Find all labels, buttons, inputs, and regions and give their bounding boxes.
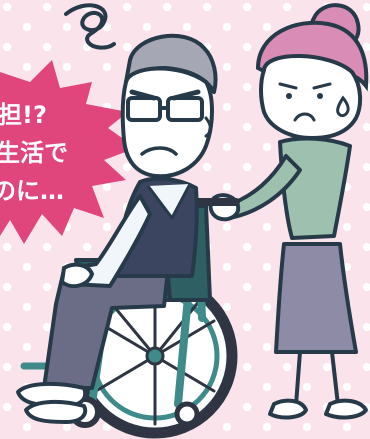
caregiver-eye-right — [317, 93, 323, 99]
elderly-man-figure — [16, 33, 218, 424]
caregiver-mouth — [293, 112, 316, 122]
man-glasses — [126, 96, 204, 122]
man-mouth — [140, 146, 178, 156]
worry-scribble-icon — [64, 3, 116, 50]
sweat-drop-icon — [336, 95, 350, 118]
caregiver-eye-left — [286, 93, 292, 99]
speech-burst — [0, 60, 136, 244]
man-face — [120, 66, 214, 179]
man-shirt-collar — [146, 183, 192, 220]
caregiver-figure — [208, 3, 369, 420]
wheelchair-caster-rear — [174, 401, 200, 427]
caregiver-face — [259, 53, 363, 141]
caregiver-top — [278, 136, 352, 240]
caregiver-skirt — [274, 242, 358, 354]
